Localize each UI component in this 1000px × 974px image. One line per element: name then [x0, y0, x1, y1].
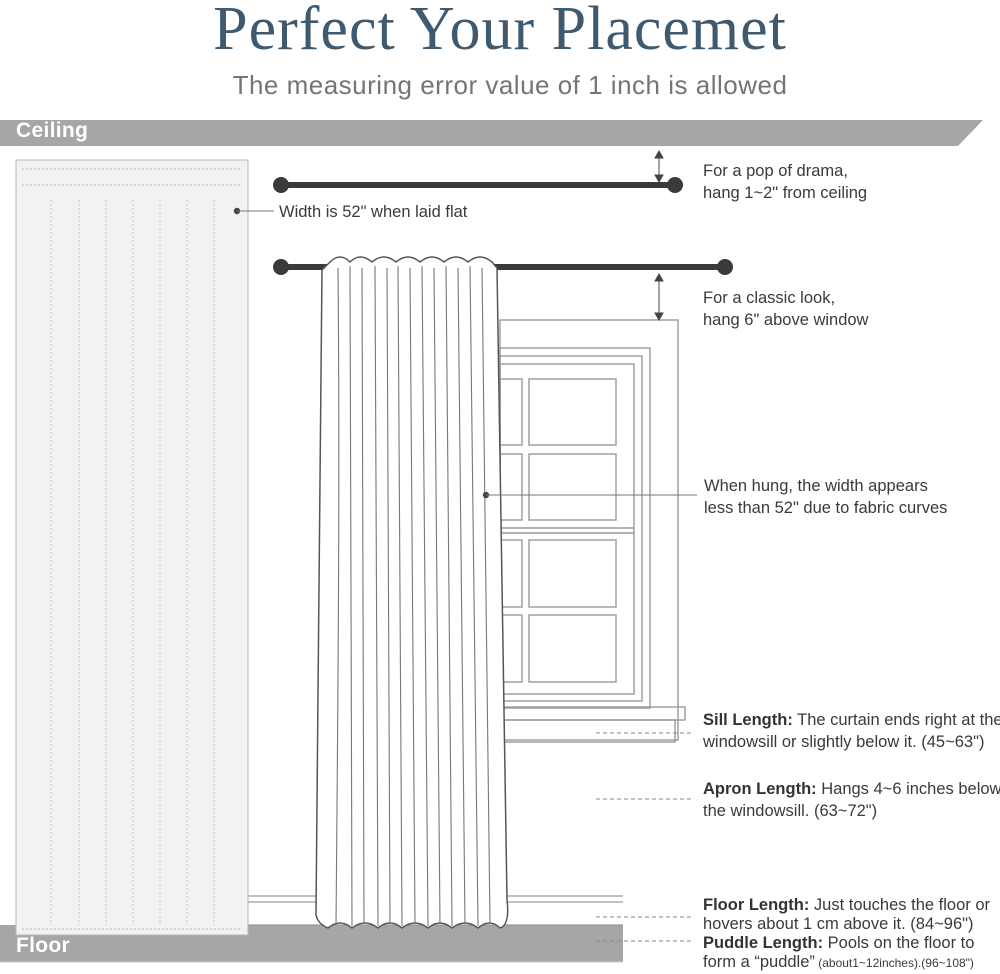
- puddle-length-text2: form a “puddle”: [703, 953, 815, 971]
- sill-length-note: Sill Length: The curtain ends right at t…: [703, 709, 1000, 753]
- floor-length-note: Floor Length: Just touches the floor or …: [703, 896, 990, 934]
- floor-length-text2: hovers about 1 cm above it. (84~96"): [703, 915, 974, 933]
- puddle-length-range: (about1~12inches).(96~108"): [814, 956, 974, 970]
- apron-length-label: Apron Length:: [703, 780, 817, 798]
- floor-label: Floor: [16, 934, 70, 957]
- flat-width-note: Width is 52" when laid flat: [279, 203, 468, 221]
- apron-length-text1: Hangs 4~6 inches below: [816, 780, 1000, 798]
- hung-width-line2: less than 52" due to fabric curves: [704, 499, 948, 517]
- floor-length-label: Floor Length:: [703, 896, 810, 914]
- ceiling-label: Ceiling: [16, 119, 89, 142]
- hung-width-line1: When hung, the width appears: [704, 477, 928, 495]
- classic-line1: For a classic look,: [703, 289, 836, 307]
- window: [499, 319, 686, 743]
- pop-drama-note: For a pop of drama, hang 1~2" from ceili…: [703, 160, 867, 204]
- ceiling-band: [0, 120, 983, 146]
- pop-drama-line1: For a pop of drama,: [703, 162, 848, 180]
- pop-drama-line2: hang 1~2" from ceiling: [703, 184, 868, 202]
- hung-width-note: When hung, the width appears less than 5…: [704, 475, 947, 519]
- sill-length-label: Sill Length:: [703, 711, 793, 729]
- baseboard: [248, 895, 623, 926]
- sill-length-text1: The curtain ends right at the: [792, 711, 1000, 729]
- length-leaders: [596, 732, 692, 942]
- upper-curtain-rod: [273, 177, 683, 193]
- classic-line2: hang 6" above window: [703, 311, 869, 329]
- sill-length-text2: windowsill or slightly below it. (45~63"…: [703, 733, 985, 751]
- hung-curtain: [315, 256, 509, 929]
- apron-length-text2: the windowsill. (63~72"): [703, 802, 878, 820]
- apron-length-note: Apron Length: Hangs 4~6 inches below the…: [703, 778, 1000, 822]
- puddle-length-label: Puddle Length:: [703, 934, 824, 952]
- page-title: Perfect Your Placemet: [213, 0, 787, 63]
- flat-curtain-panel: [15, 159, 249, 936]
- classic-look-note: For a classic look, hang 6" above window: [703, 287, 868, 331]
- puddle-length-text1: Pools on the floor to: [823, 934, 975, 952]
- page-subtitle: The measuring error value of 1 inch is a…: [232, 70, 788, 100]
- floor-length-text1: Just touches the floor or: [809, 896, 990, 914]
- puddle-length-note: Puddle Length: Pools on the floor to for…: [703, 934, 974, 973]
